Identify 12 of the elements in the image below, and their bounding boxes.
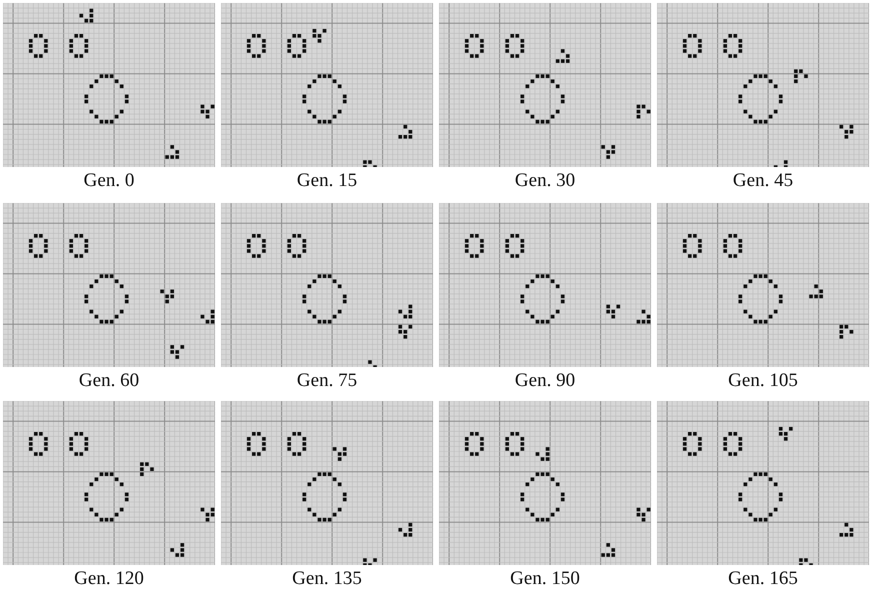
panel-caption: Gen. 120 [73,568,145,590]
panel-caption: Gen. 30 [514,170,576,192]
panel-caption: Gen. 15 [296,170,358,192]
panel-caption: Gen. 135 [291,568,363,590]
panel-caption: Gen. 165 [727,568,799,590]
panel-caption: Gen. 105 [727,370,799,392]
panel-caption: Gen. 45 [732,170,794,192]
panel-caption: Gen. 0 [82,170,136,192]
panel-caption: Gen. 75 [296,370,358,392]
panel-caption: Gen. 150 [509,568,581,590]
panel-caption: Gen. 60 [78,370,140,392]
panel-caption: Gen. 90 [514,370,576,392]
